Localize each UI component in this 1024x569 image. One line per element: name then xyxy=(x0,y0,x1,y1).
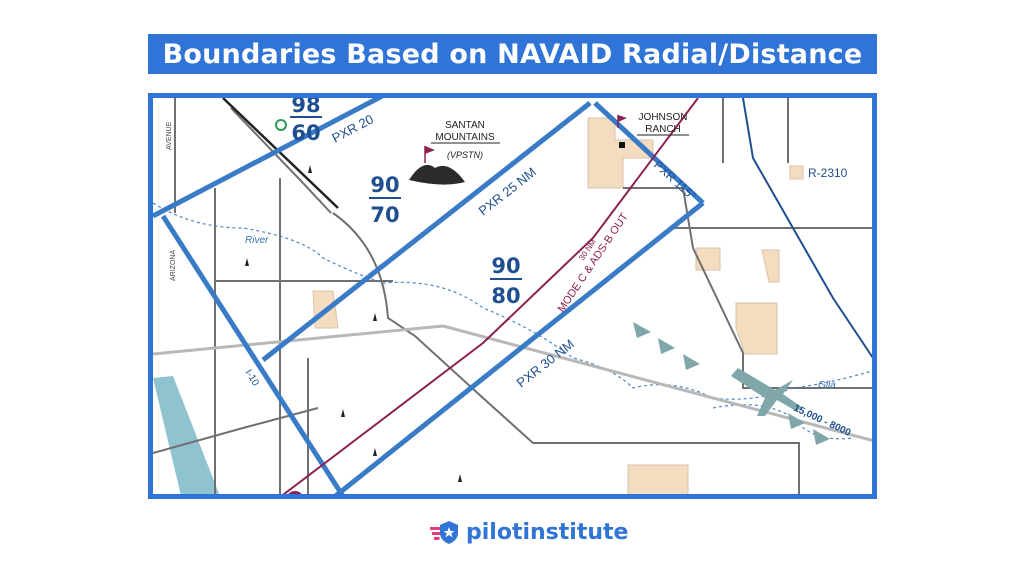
altitude-2-bottom: 70 xyxy=(370,203,399,227)
boundary-pxr30 xyxy=(334,201,705,494)
logo-word-pilot: pilot xyxy=(466,519,523,545)
johnson-label-1: JOHNSON xyxy=(639,112,688,123)
vor-radial-line-east xyxy=(442,324,872,442)
tower-icon xyxy=(341,409,345,417)
altitude-1-top: 98 xyxy=(291,98,320,117)
terrain-area-small1 xyxy=(695,247,721,271)
route-arrow-1 xyxy=(633,322,651,338)
river-north xyxy=(153,202,872,400)
flight-route xyxy=(633,322,830,445)
label-pxr115: PXR 115° xyxy=(651,158,699,203)
road-john xyxy=(623,187,872,389)
powerline xyxy=(222,98,339,209)
airplane-icon xyxy=(731,368,803,416)
mode-c-marker xyxy=(288,491,302,494)
river-label: River xyxy=(245,235,269,246)
label-pxr25: PXR 25 NM xyxy=(476,164,539,218)
route-arrow-5 xyxy=(813,429,830,445)
restricted-area-label: R-2310 xyxy=(808,166,848,180)
santan-label-2: MOUNTAINS xyxy=(435,132,495,143)
johnson-ranch: JOHNSON RANCH xyxy=(617,112,689,148)
altitude-2-top: 90 xyxy=(370,173,399,197)
title-banner: Boundaries Based on NAVAID Radial/Distan… xyxy=(148,34,877,74)
label-pxr20: PXR 20 xyxy=(329,111,376,145)
tower-icon xyxy=(373,313,377,321)
tower-icon xyxy=(245,258,249,266)
avenue-label: AVENUE xyxy=(166,121,173,150)
altitude-label-2: 90 70 xyxy=(369,173,401,227)
sectional-chart-map: I-10 AVENUE ARIZONA River Gila SANTAN MO… xyxy=(148,93,877,499)
altitude-1-bottom: 60 xyxy=(291,121,320,145)
altitude-label-3: 90 80 xyxy=(490,254,522,308)
logo-wordmark: pilot institute xyxy=(466,520,628,545)
airport-icon xyxy=(275,119,287,131)
johnson-marker xyxy=(619,142,625,148)
tower-icon xyxy=(373,448,377,456)
boundary-radial-115 xyxy=(593,101,705,205)
santan-mountains: SANTAN MOUNTAINS (VPSTN) xyxy=(409,120,500,185)
altitude-3-bottom: 80 xyxy=(491,284,520,308)
santan-label-1: SANTAN xyxy=(445,120,485,131)
vor-radial-line xyxy=(153,324,444,356)
terrain-areas xyxy=(312,117,804,494)
santan-code: (VPSTN) xyxy=(447,150,483,160)
arizona-label: ARIZONA xyxy=(170,250,177,281)
tower-icons xyxy=(245,165,462,482)
boundary-i10 xyxy=(160,214,345,494)
water-body xyxy=(153,376,220,494)
terrain-area-south xyxy=(627,464,689,494)
tower-icon xyxy=(458,474,462,482)
altitude-label-1: 98 60 xyxy=(290,98,322,145)
johnson-label-2: RANCH xyxy=(645,124,681,135)
interstate-label: I-10 xyxy=(242,368,261,389)
terrain-area-small2 xyxy=(761,249,780,283)
route-arrow-3 xyxy=(683,354,700,370)
map-svg: I-10 AVENUE ARIZONA River Gila SANTAN MO… xyxy=(153,98,872,494)
boundary-pxr20 xyxy=(153,98,384,219)
winged-star-icon xyxy=(430,521,458,544)
road-diagonal-north xyxy=(230,107,332,214)
boundary-pxr25 xyxy=(261,101,592,362)
route-arrow-2 xyxy=(658,338,675,354)
gila-label: Gila xyxy=(818,380,836,391)
terrain-area-mid xyxy=(735,302,778,355)
logo-word-institute: institute xyxy=(522,519,629,545)
peak-flag xyxy=(425,146,435,154)
tower-icon xyxy=(308,165,312,173)
johnson-flag-icon xyxy=(618,115,627,122)
altitude-3-top: 90 xyxy=(491,254,520,278)
restricted-area-boundary xyxy=(742,98,872,359)
page-title: Boundaries Based on NAVAID Radial/Distan… xyxy=(162,38,863,70)
route-arrow-4 xyxy=(788,413,805,429)
pilot-institute-logo: pilot institute xyxy=(430,518,628,546)
mode-c-arc xyxy=(282,98,699,494)
mountain-peak-icon xyxy=(409,164,465,185)
airspace-boundaries xyxy=(153,98,705,494)
restricted-area-box xyxy=(789,165,804,180)
